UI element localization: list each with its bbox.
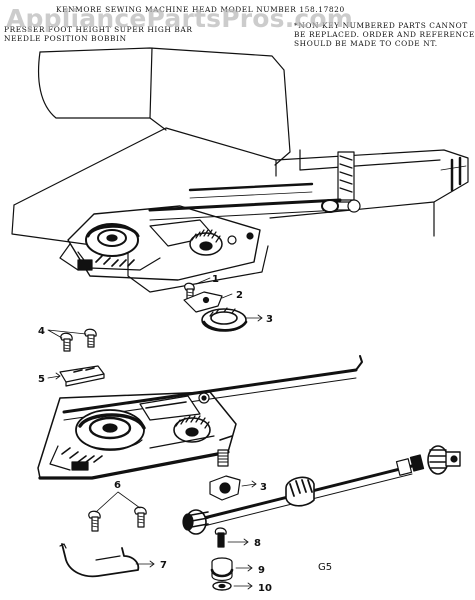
part-1-screws: 4 <box>38 326 97 352</box>
callout-9: 9 <box>258 565 265 576</box>
part-2-clip: 5 <box>38 365 105 387</box>
page-code: G5 <box>318 562 332 573</box>
gear <box>189 229 223 256</box>
spec-line-1: PRESSER FOOT HEIGHT SUPER HIGH BAR <box>4 25 193 34</box>
lower-hook-assembly <box>37 355 363 480</box>
diagram-title: KENMORE SEWING MACHINE HEAD MODEL NUMBER… <box>56 5 345 14</box>
part-8-screw: 8 <box>214 527 261 549</box>
part-3-screw-upper: 1 <box>184 274 219 300</box>
part-3-screws-lower: 6 <box>88 480 147 532</box>
part-6-spring-clip: 7 <box>59 543 167 578</box>
note-line-1: *NON KEY NUMBERED PARTS CANNOT <box>294 21 468 30</box>
machine-head-body <box>11 47 469 293</box>
callout-3-lower: 6 <box>114 480 121 491</box>
lower-drive-shaft <box>182 445 461 535</box>
part-9-collar: 9 <box>210 557 265 582</box>
part-10-washer: 10 <box>212 581 272 594</box>
spec-line-2: NEEDLE POSITION BOBBIN <box>4 34 127 43</box>
gear-lower <box>173 415 211 443</box>
shaft-gear-right <box>427 445 461 475</box>
callout-1: 4 <box>38 326 45 337</box>
note-line-3: SHOULD BE MADE TO CODE NT. <box>294 39 438 48</box>
shaft-gear-middle <box>285 476 315 507</box>
part-4-plate: 2 <box>183 290 243 313</box>
part-5-bobbin-case: 3 <box>201 307 273 332</box>
callout-6: 7 <box>160 560 167 571</box>
callout-8: 8 <box>254 538 261 549</box>
part-7-bushing: 3 <box>209 475 267 501</box>
shaft-gear-left <box>182 509 209 535</box>
callout-7: 3 <box>260 482 267 493</box>
callout-4: 2 <box>236 290 243 301</box>
callout-3-upper: 1 <box>212 274 219 285</box>
watermark: AppliancePartsPros.com <box>6 4 354 33</box>
callout-2: 5 <box>38 374 45 385</box>
callout-10: 10 <box>258 583 272 594</box>
callout-5: 3 <box>266 314 273 325</box>
hook-drive-assembly <box>59 182 361 281</box>
note-line-2: BE REPLACED. ORDER AND REFERENCE <box>294 30 475 39</box>
